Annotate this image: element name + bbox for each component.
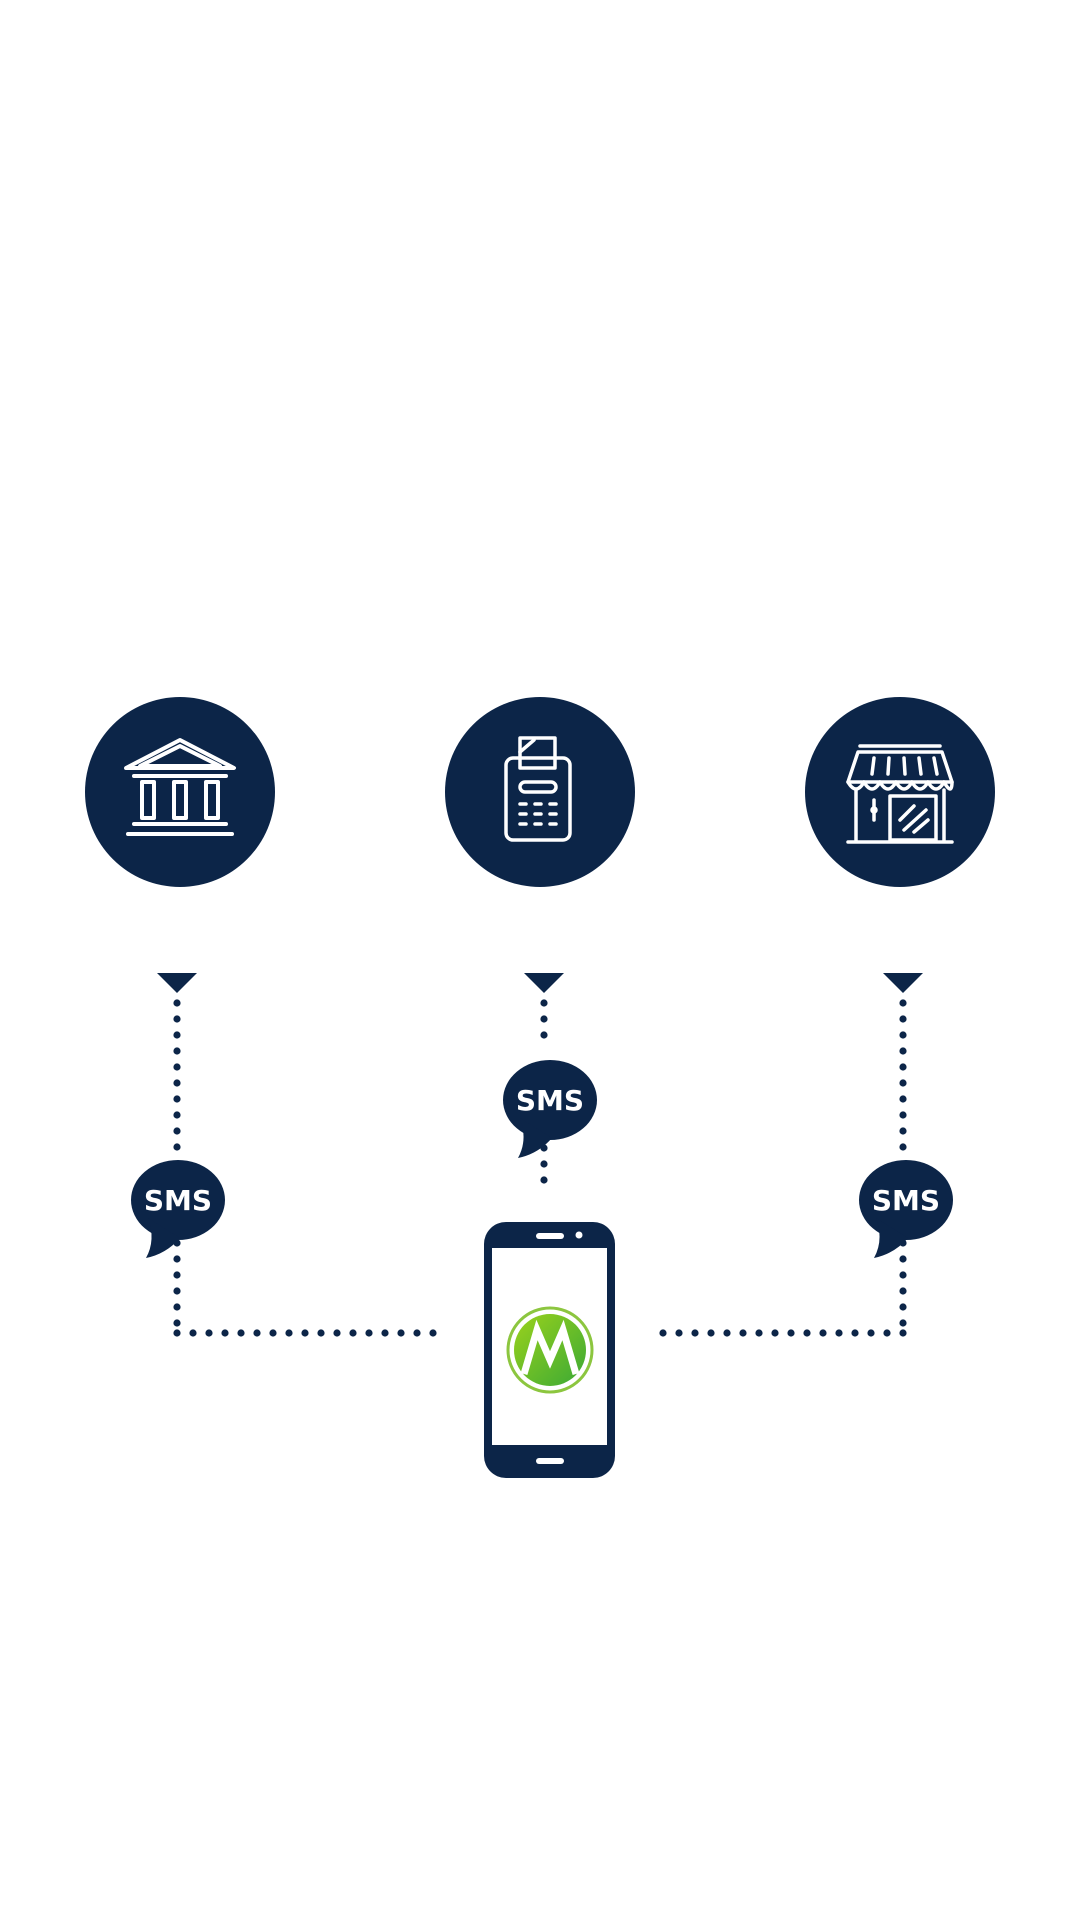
connector-dot-left bbox=[173, 1329, 181, 1337]
app-logo-icon bbox=[506, 1306, 594, 1394]
connector-dot-right bbox=[707, 1329, 715, 1337]
connector-dot-left bbox=[173, 999, 181, 1007]
pos-node bbox=[445, 697, 635, 887]
connector-dot-center bbox=[540, 1160, 548, 1168]
bank-node bbox=[85, 697, 275, 887]
sms-bubble-center: SMS bbox=[503, 1060, 597, 1158]
connector-dot-right bbox=[899, 1143, 907, 1151]
connector-dot-left bbox=[173, 1079, 181, 1087]
connector-dot-right bbox=[899, 1063, 907, 1071]
connector-dot-center bbox=[540, 1176, 548, 1184]
sms-label-center: SMS bbox=[516, 1084, 584, 1117]
connector-dot-right bbox=[867, 1329, 875, 1337]
connector-dot-center bbox=[540, 999, 548, 1007]
connector-dot-left bbox=[173, 1255, 181, 1263]
connector-dot-right bbox=[835, 1329, 843, 1337]
connector-dot-left bbox=[173, 1095, 181, 1103]
connector-dot-right bbox=[899, 1319, 907, 1327]
connector-dot-right bbox=[803, 1329, 811, 1337]
connector-dot-right bbox=[659, 1329, 667, 1337]
connector-dot-right bbox=[739, 1329, 747, 1337]
connector-dot-left bbox=[173, 1303, 181, 1311]
connector-dot-right bbox=[755, 1329, 763, 1337]
connector-dot-right bbox=[899, 1111, 907, 1119]
connector-dot-left bbox=[173, 1319, 181, 1327]
connector-dot-left bbox=[221, 1329, 229, 1337]
connector-dot-right bbox=[771, 1329, 779, 1337]
connector-dot-left bbox=[173, 1287, 181, 1295]
connector-dot-right bbox=[899, 1047, 907, 1055]
connector-dot-left bbox=[173, 1015, 181, 1023]
connector-dot-right bbox=[787, 1329, 795, 1337]
dotted-connectors bbox=[173, 999, 907, 1337]
connector-dot-left bbox=[173, 1271, 181, 1279]
connector-dot-left bbox=[237, 1329, 245, 1337]
smartphone-icon bbox=[484, 1222, 615, 1478]
connector-dot-left bbox=[189, 1329, 197, 1337]
connector-dot-left bbox=[285, 1329, 293, 1337]
sms-bubble-right: SMS bbox=[859, 1160, 953, 1258]
connector-dot-right bbox=[899, 1303, 907, 1311]
sms-label-right: SMS bbox=[872, 1184, 940, 1217]
connector-dot-right bbox=[899, 1271, 907, 1279]
sms-bubble-left: SMS bbox=[131, 1160, 225, 1258]
connector-dot-left bbox=[173, 1143, 181, 1151]
connector-dot-right bbox=[691, 1329, 699, 1337]
connector-dot-left bbox=[173, 1047, 181, 1055]
bank-icon bbox=[124, 738, 236, 836]
connector-dot-right bbox=[899, 1095, 907, 1103]
connector-dot-right bbox=[899, 1329, 907, 1337]
storefront-icon bbox=[846, 744, 954, 844]
connector-dot-left bbox=[381, 1329, 389, 1337]
connector-dot-right bbox=[899, 1287, 907, 1295]
connector-dot-right bbox=[899, 1255, 907, 1263]
connector-dot-left bbox=[173, 1063, 181, 1071]
connector-dot-left bbox=[429, 1329, 437, 1337]
connector-dot-right bbox=[675, 1329, 683, 1337]
connector-dot-left bbox=[349, 1329, 357, 1337]
connector-dot-left bbox=[301, 1329, 309, 1337]
connector-dot-right bbox=[723, 1329, 731, 1337]
connector-dot-left bbox=[173, 1127, 181, 1135]
connector-dot-left bbox=[253, 1329, 261, 1337]
connector-dot-right bbox=[899, 999, 907, 1007]
sms-label-left: SMS bbox=[144, 1184, 212, 1217]
connector-dot-left bbox=[333, 1329, 341, 1337]
arrowhead-left bbox=[157, 973, 197, 993]
connector-dot-left bbox=[173, 1111, 181, 1119]
connector-dot-right bbox=[851, 1329, 859, 1337]
connector-dot-right bbox=[899, 1079, 907, 1087]
connector-dot-right bbox=[899, 1031, 907, 1039]
connector-dot-right bbox=[899, 1015, 907, 1023]
shop-node bbox=[805, 697, 995, 887]
connector-dot-left bbox=[269, 1329, 277, 1337]
connector-dot-right bbox=[899, 1127, 907, 1135]
arrowhead-center bbox=[524, 973, 564, 993]
connector-dot-left bbox=[205, 1329, 213, 1337]
connector-dot-left bbox=[317, 1329, 325, 1337]
arrowhead-right bbox=[883, 973, 923, 993]
connector-dot-center bbox=[540, 1015, 548, 1023]
connector-dot-left bbox=[397, 1329, 405, 1337]
connector-dot-right bbox=[883, 1329, 891, 1337]
connector-dot-right bbox=[819, 1329, 827, 1337]
connector-dot-left bbox=[413, 1329, 421, 1337]
pos-terminal-icon bbox=[504, 736, 572, 842]
connector-dot-center bbox=[540, 1031, 548, 1039]
connector-dot-left bbox=[173, 1031, 181, 1039]
connector-dot-left bbox=[365, 1329, 373, 1337]
